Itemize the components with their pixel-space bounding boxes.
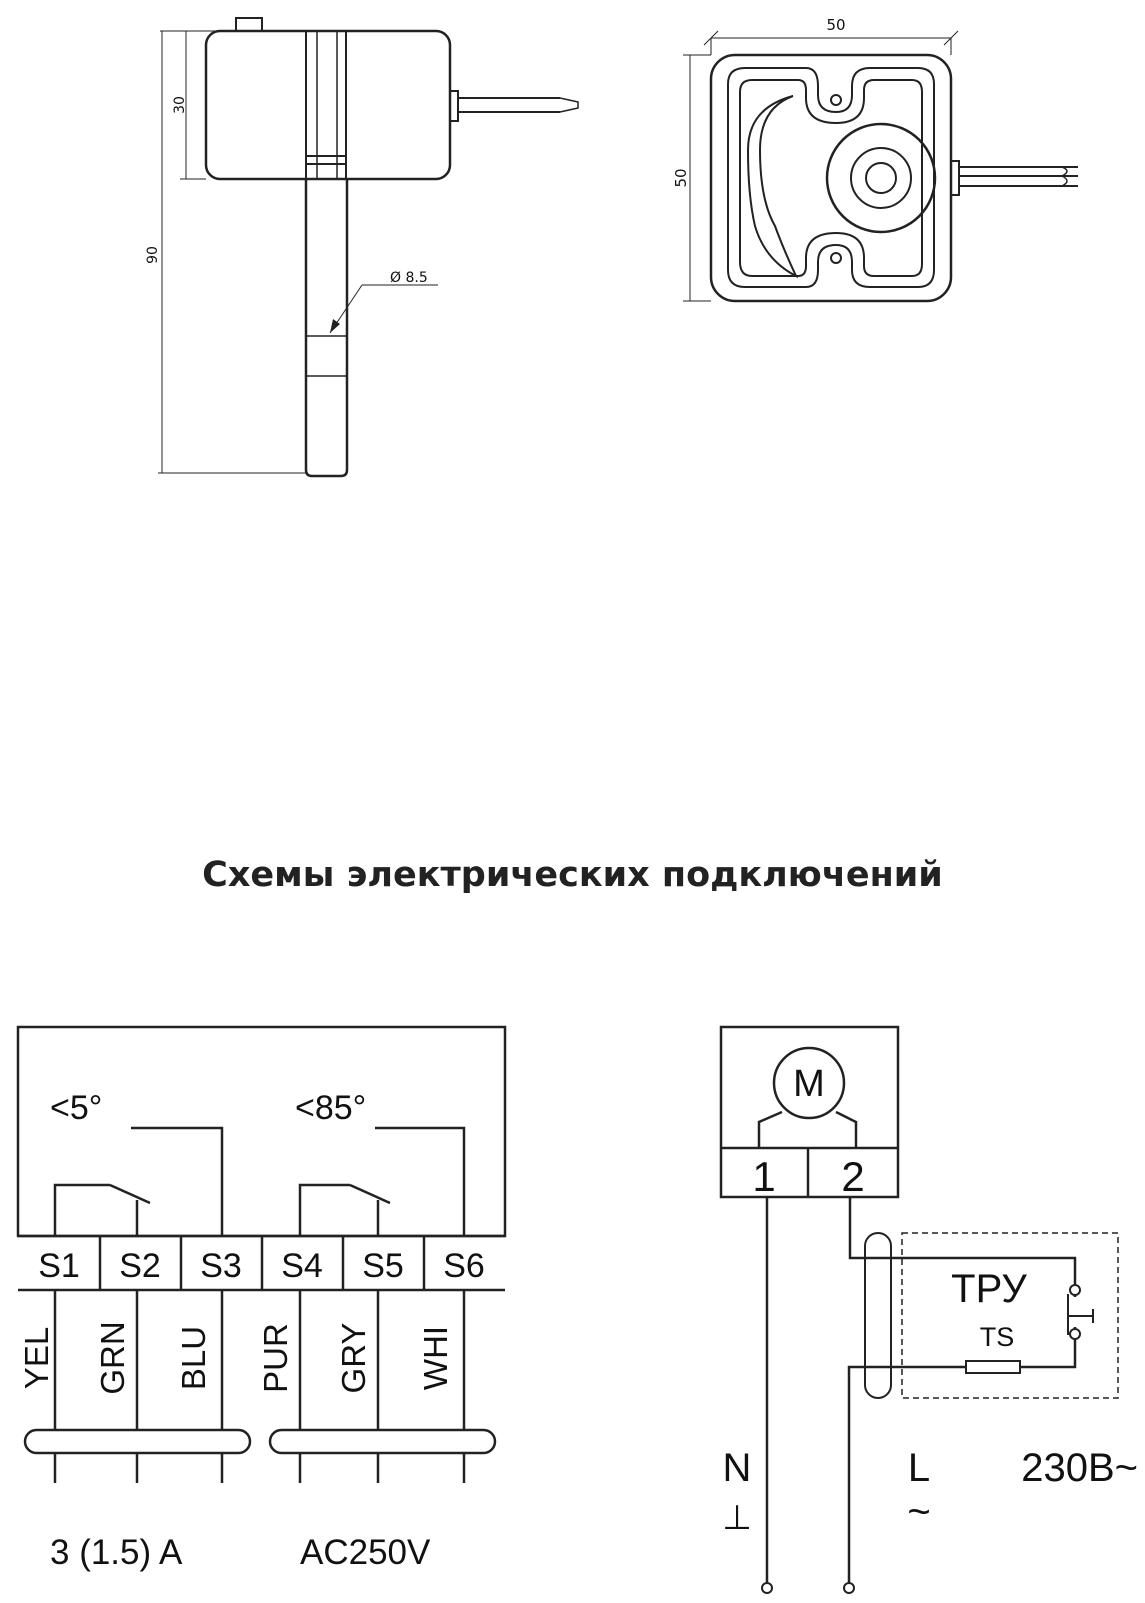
device-sublabel: TS [980,1322,1015,1352]
terminal-s2: S2 [119,1247,161,1285]
terminal-s5: S5 [362,1247,404,1285]
wire-color-whi: WHI [417,1326,454,1390]
dim-height-body: 30 [172,96,188,114]
wire-color-grn: GRN [94,1321,131,1394]
terminal-s6: S6 [443,1247,485,1285]
terminal-s1: S1 [38,1247,80,1285]
side-view-drawing [204,17,579,478]
threshold-low: <5° [50,1089,102,1127]
dim-width: 50 [826,16,845,34]
dim-diameter: Ø 8.5 [390,270,428,286]
page-title: Схемы электрических подключений [202,855,943,895]
terminal-s4: S4 [281,1247,323,1285]
front-view-drawing [709,53,1078,303]
neutral-label: N [723,1446,752,1490]
neutral-symbol: ⊥ [722,1499,752,1537]
wire-color-pur: PUR [257,1323,294,1393]
motor-schematic [719,1025,1119,1585]
wire-color-blu: BLU [175,1326,212,1390]
front-view-dimensions [683,30,959,302]
dim-height: 50 [672,168,690,187]
motor-terminal-1: 1 [752,1153,775,1200]
thermostat-schematic [16,1025,507,1483]
threshold-high: <85° [295,1089,366,1127]
terminal-s3: S3 [200,1247,242,1285]
line-label: L [908,1446,930,1490]
motor-schematic-contacts [761,1284,1081,1594]
dim-height-total: 90 [145,246,161,264]
line-symbol: ~ [907,1490,930,1534]
wire-color-yel: YEL [18,1327,55,1389]
rating-current: 3 (1.5) A [50,1533,183,1572]
rating-voltage: AC250V [300,1533,431,1572]
device-label: ТРУ [951,1267,1027,1311]
motor-label: M [793,1063,825,1105]
side-view-dimensions [158,30,438,474]
wire-color-gry: GRY [335,1323,372,1394]
supply-voltage: 230B~ [1021,1446,1138,1490]
motor-terminal-2: 2 [841,1153,864,1200]
